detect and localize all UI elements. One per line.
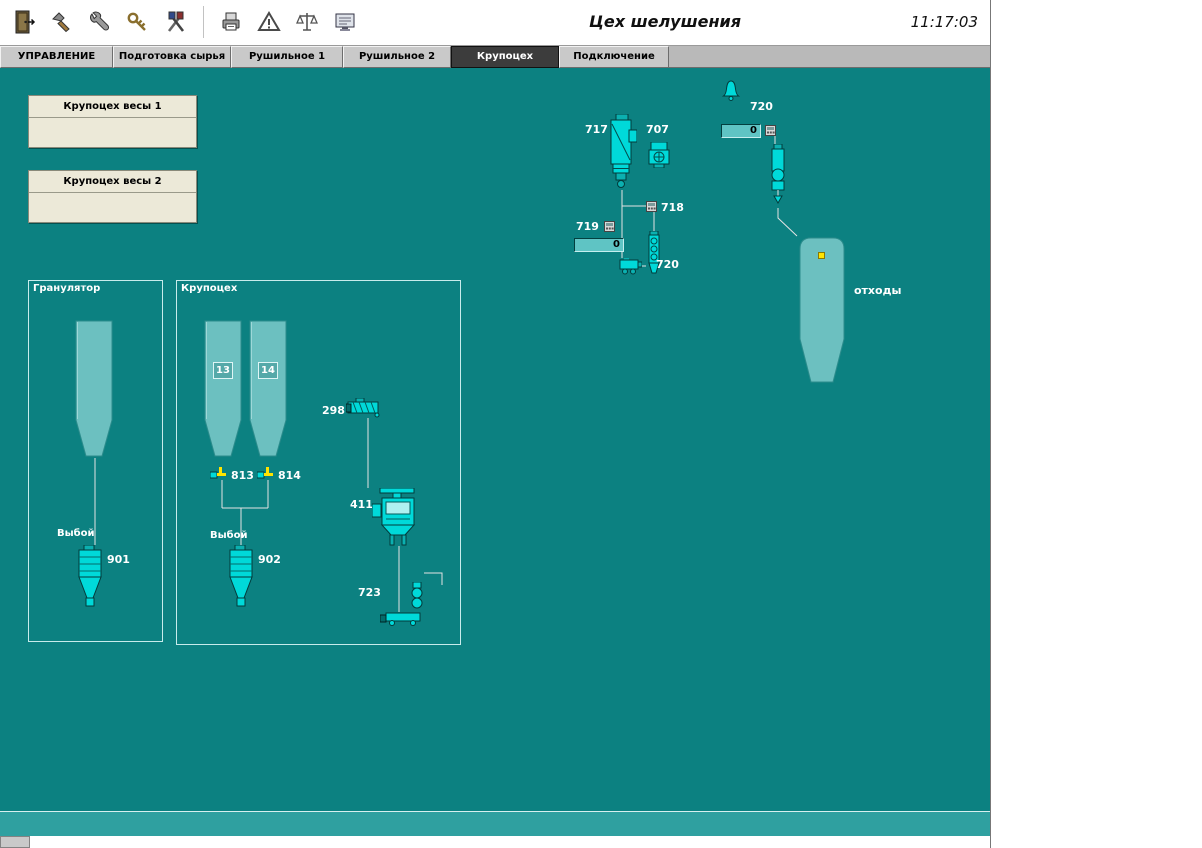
hammer-icon [50,10,74,34]
keypad-720-icon[interactable] [765,125,776,136]
display-719[interactable]: 0 [574,238,624,252]
weigh-panel-2-value [29,193,196,222]
valve-813[interactable] [210,466,227,479]
separator-411-label: 411 [350,498,373,511]
waste-silo-indicator [818,252,825,259]
stamp-icon [219,10,243,34]
silo-13[interactable] [204,320,242,458]
toolbar-separator [203,6,204,38]
clock: 11:17:03 [911,13,978,31]
display-720[interactable]: 0 [721,124,761,138]
report-button[interactable] [215,5,247,39]
label-717: 717 [585,123,608,136]
weigh-panel-2[interactable]: Крупоцех весы 2 [28,170,197,223]
cyclone-901[interactable] [77,545,103,607]
tab-rushilnoe-2[interactable]: Рушильное 2 [343,46,451,68]
machine-720[interactable] [618,258,642,275]
silo-14-number: 14 [258,362,278,379]
pliers-icon [88,10,112,34]
bottom-strip [0,836,990,848]
label-720-top: 720 [750,100,773,113]
machine-right[interactable] [768,144,788,208]
valve-814[interactable] [257,466,274,479]
silo-13-number: 13 [213,362,233,379]
separator-411[interactable] [372,488,420,546]
tab-podklyuchenie[interactable]: Подключение [559,46,669,68]
weigh-panel-2-title: Крупоцех весы 2 [29,171,196,193]
feeder-298[interactable] [346,398,382,418]
corner-chip[interactable] [0,836,30,848]
machine-717[interactable] [607,114,637,190]
window-title: Цех шелушения [540,12,790,31]
mimic-panel: Крупоцех весы 1 Крупоцех весы 2 Гранулят… [0,68,990,811]
screwdrivers-icon [164,9,188,35]
valve-813-label: 813 [231,469,254,482]
door-exit-icon [12,9,36,35]
cyclone-901-label: 901 [107,553,130,566]
weigh-panel-1[interactable]: Крупоцех весы 1 [28,95,197,148]
exit-button[interactable] [8,5,40,39]
login-button[interactable] [122,5,154,39]
service-button[interactable] [46,5,78,39]
setup-button[interactable] [160,5,192,39]
scada-window: Цех шелушения 11:17:03 УПРАВЛЕНИЕ Подгот… [0,0,991,848]
tab-podgotovka-syrya[interactable]: Подготовка сырья [113,46,231,68]
granulator-silo [75,320,113,458]
pump-723[interactable] [410,582,424,610]
status-strip [0,811,990,836]
tab-krupoceh[interactable]: Крупоцех [451,46,559,68]
machine-707[interactable] [648,142,670,168]
cyclone-902[interactable] [228,545,254,607]
waste-label: отходы [854,284,901,297]
cyclone-902-label: 902 [258,553,281,566]
key-icon [126,10,150,34]
krupoceh-outlet-label: Выбой [210,530,248,541]
tab-rushilnoe-1[interactable]: Рушильное 1 [231,46,343,68]
monitor-icon [333,10,357,34]
keypad-718-icon[interactable] [646,201,657,212]
tab-filler [669,46,990,68]
alarms-button[interactable] [253,5,285,39]
valve-814-label: 814 [278,469,301,482]
keypad-719-icon[interactable] [604,221,615,232]
alarm-bell-icon[interactable] [722,80,740,101]
journal-button[interactable] [329,5,361,39]
weigh-panel-1-title: Крупоцех весы 1 [29,96,196,118]
feeder-298-label: 298 [322,404,345,417]
krupoceh-group-title: Крупоцех [181,283,237,294]
toolbar: Цех шелушения 11:17:03 [0,0,990,46]
granulator-group-title: Гранулятор [33,283,100,294]
conveyor-723[interactable] [380,612,422,626]
silo-14[interactable] [249,320,287,458]
label-719: 719 [576,220,599,233]
tab-bar: УПРАВЛЕНИЕ Подготовка сырья Рушильное 1 … [0,46,990,68]
toolbar-icons [8,5,361,39]
scales-button[interactable] [291,5,323,39]
settings-button[interactable] [84,5,116,39]
weigh-panel-1-value [29,118,196,147]
label-718: 718 [661,201,684,214]
label-720-bottom: 720 [656,258,679,271]
conveyor-723-label: 723 [358,586,381,599]
granulator-outlet-label: Выбой [57,528,95,539]
tab-upravlenie[interactable]: УПРАВЛЕНИЕ [0,46,113,68]
label-707: 707 [646,123,669,136]
warning-triangle-icon [257,10,281,34]
scales-icon [295,10,319,34]
